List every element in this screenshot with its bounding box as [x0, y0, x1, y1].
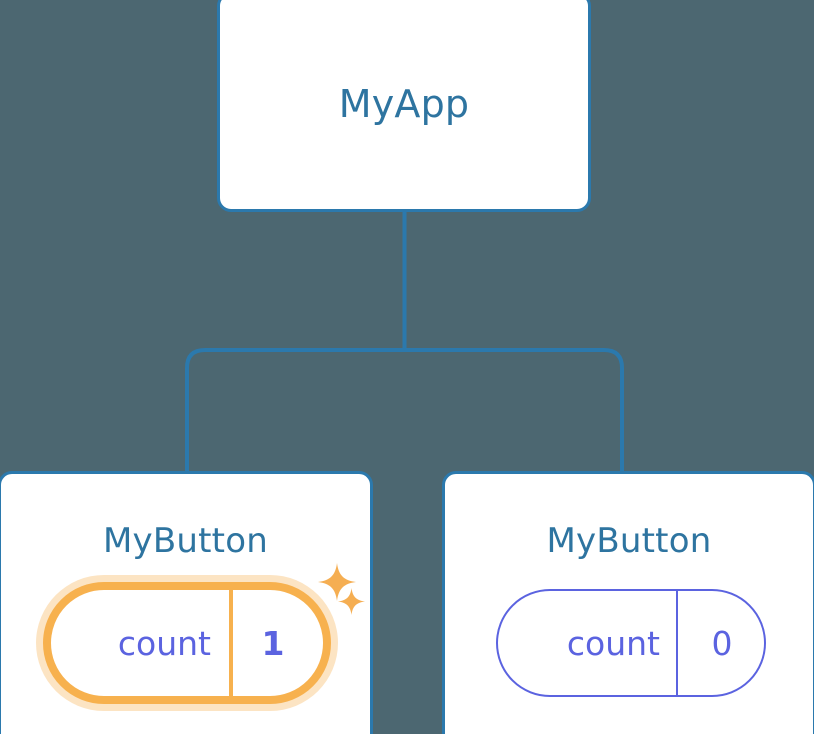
node-title-mybutton-1: MyButton [546, 521, 712, 561]
node-title-root: MyApp [338, 82, 470, 126]
node-card-root[interactable]: MyApp [217, 0, 591, 212]
node-title-mybutton-0: MyButton [103, 521, 268, 561]
node-card-mybutton-0[interactable]: MyButton count 1 [0, 471, 373, 734]
state-pill-count-0[interactable]: count 1 [43, 582, 331, 704]
state-value-label-0: 1 [229, 590, 313, 696]
state-pill-count-1[interactable]: count 0 [496, 589, 766, 697]
state-key-label-1: count [566, 623, 660, 663]
connector-branch-bar [185, 348, 624, 475]
state-key-label-0: count [117, 623, 211, 663]
state-value-label-1: 0 [676, 591, 766, 695]
node-card-mybutton-1[interactable]: MyButton count 0 [442, 471, 814, 734]
